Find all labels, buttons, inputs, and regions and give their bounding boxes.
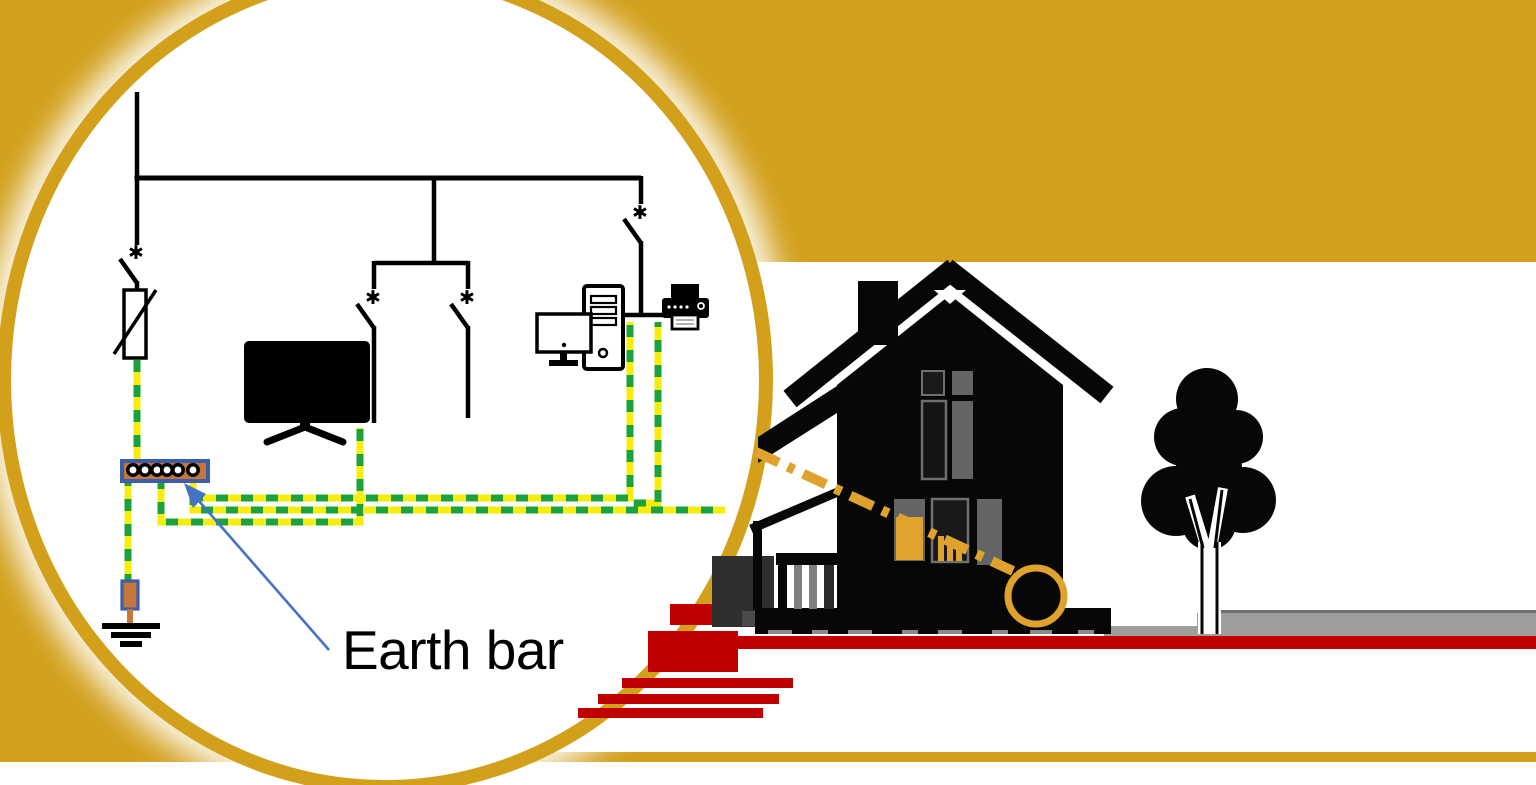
window-tall-outlined [920,399,948,481]
circuit-breaker-icon: ✱ [365,287,381,309]
red-ground-bar [648,631,738,672]
roof-right [939,259,1114,404]
printer-earth-wire-yellow [633,322,662,507]
earth-bar-terminal [171,463,185,477]
earth-bar-terminal [160,463,174,477]
roof-left [783,259,961,408]
sidewalk-dark-edge [1218,610,1536,614]
circuit-breaker-icon: ✱ [459,287,475,309]
earth-bar-terminal [186,463,200,477]
magnifier-circle-icon [1004,564,1068,628]
earth-bar-icon [120,459,210,483]
ground-electrode-icon [120,579,140,626]
window-small-solid [952,371,973,395]
circuit-breaker-icon: ✱ [632,202,648,224]
gold-bottom-line [0,752,1536,762]
circuit-breakers: ✱ ✱ ✱ ✱ [118,202,648,423]
printer-earth-wire-green [633,322,662,507]
porch-baluster [824,565,834,609]
earth-bar-label: Earth bar [342,619,564,681]
earth-bar-terminals [126,463,200,477]
ground-symbol-icon [102,623,160,647]
circuit-breaker-icon: ✱ [128,242,144,264]
door-glow-bar [947,541,953,561]
porch-rail [776,553,839,565]
earth-wires [124,322,725,583]
window-small-outlined [921,370,945,396]
gable-notch [934,290,966,304]
electrical-schematic: ✱ ✱ ✱ ✱ [102,92,725,651]
door-glow-bar [956,545,962,561]
foundation-dashes [768,630,1094,634]
computer-earth-wire-green [189,322,634,502]
house-gable [837,295,1063,385]
door-glow-bar [938,536,944,561]
porch-baluster [778,565,787,609]
tree-silhouette [1141,368,1276,634]
earth-bar-terminal [138,463,152,477]
red-ground-bar [598,694,779,704]
computer-icon [535,284,625,371]
window-tall-solid [952,401,973,479]
tv-icon [244,341,370,446]
porch-roof [749,486,842,534]
annex-roof [758,386,837,463]
sidewalk [1197,613,1536,636]
red-ground-bar [578,708,763,718]
porch-baluster [809,565,817,609]
tv-earth-wire-yellow [157,428,364,526]
earth-bar-terminal [126,463,140,477]
printer-icon [662,284,709,331]
red-ground-bar [622,678,793,688]
porch-post [753,521,762,610]
surge-protector-icon [112,288,158,360]
red-ground-line [737,636,1536,649]
callout-arrow-icon [184,483,330,651]
magnifier-beam [753,447,1016,576]
porch-baluster [794,565,802,609]
sidewalk-segment [1104,626,1197,636]
house-scene [578,259,1536,718]
